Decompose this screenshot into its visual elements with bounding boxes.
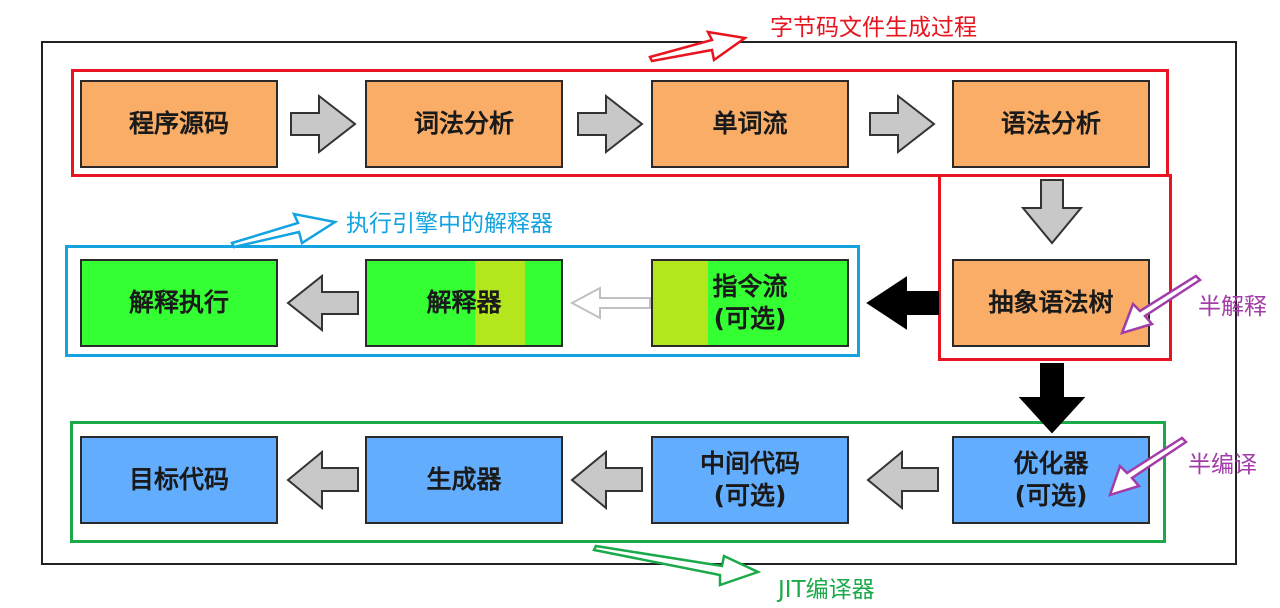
gray-arrow-left: [286, 449, 359, 511]
gray-arrow-right: [290, 93, 357, 155]
interpret-execute-label: 解释执行: [128, 287, 229, 317]
abstract-syntax-tree-label: 抽象语法树: [988, 287, 1114, 317]
jit-compiler-label: JIT编译器: [778, 577, 875, 603]
target-code-box: 目标代码: [80, 436, 278, 524]
instruction-stream-box: 指令流 (可选): [651, 259, 849, 347]
half-interpret-label: 半解释: [1198, 294, 1267, 320]
half-compile-label: 半编译: [1188, 452, 1257, 478]
jit-group-border: [70, 421, 1166, 543]
highlight-patch: [653, 261, 708, 345]
intermediate-code-box: 中间代码 (可选): [651, 436, 849, 524]
green-callout-arrow: [592, 544, 762, 587]
generator-box: 生成器: [365, 436, 563, 524]
source-code-label: 程序源码: [128, 108, 229, 138]
interpreter-box: 解释器: [365, 259, 563, 347]
target-code-label: 目标代码: [128, 464, 229, 494]
purple-callout-arrow: [1108, 436, 1188, 497]
black-arrow-down: [1018, 363, 1086, 434]
instruction-stream-label: 指令流: [712, 271, 788, 301]
syntax-analysis-box: 语法分析: [952, 80, 1150, 168]
purple-callout-arrow: [1119, 274, 1202, 335]
token-stream-label: 单词流: [712, 108, 788, 138]
instruction-stream-optional: (可选): [713, 304, 787, 333]
gray-arrow-left: [286, 273, 359, 333]
gray-arrow-right: [577, 93, 644, 155]
abstract-syntax-tree-box: 抽象语法树: [952, 259, 1150, 347]
token-stream-box: 单词流: [651, 80, 849, 168]
red-callout-arrow: [648, 30, 749, 63]
interpreter-label: 解释器: [426, 287, 502, 317]
bytecode-process-label: 字节码文件生成过程: [770, 15, 977, 41]
highlight-patch: [475, 261, 525, 345]
optimizer-optional: (可选): [1014, 481, 1088, 510]
black-arrow-left: [866, 276, 939, 330]
optimizer-box: 优化器 (可选): [952, 436, 1150, 524]
interpreter-group-border: [65, 245, 860, 357]
outer-frame: [41, 41, 1237, 565]
syntax-analysis-label: 语法分析: [1000, 108, 1101, 138]
gray-arrow-left: [866, 449, 939, 511]
light-gray-arrow-left: [569, 286, 651, 320]
gray-arrow-right: [869, 93, 936, 155]
gray-arrow-down: [1020, 179, 1084, 245]
intermediate-code-label: 中间代码: [699, 448, 800, 478]
interpreter-in-engine-label: 执行引擎中的解释器: [346, 211, 553, 237]
source-code-box: 程序源码: [80, 80, 278, 168]
intermediate-code-optional: (可选): [713, 481, 787, 510]
lexical-analysis-box: 词法分析: [365, 80, 563, 168]
interpret-execute-box: 解释执行: [80, 259, 278, 347]
optimizer-label: 优化器: [1013, 448, 1089, 478]
bytecode-group-border: [71, 69, 1169, 177]
blue-callout-arrow: [230, 212, 339, 249]
gray-arrow-left: [570, 449, 643, 511]
lexical-analysis-label: 词法分析: [413, 108, 514, 138]
generator-label: 生成器: [426, 464, 502, 494]
ast-group-border: [938, 174, 1172, 361]
